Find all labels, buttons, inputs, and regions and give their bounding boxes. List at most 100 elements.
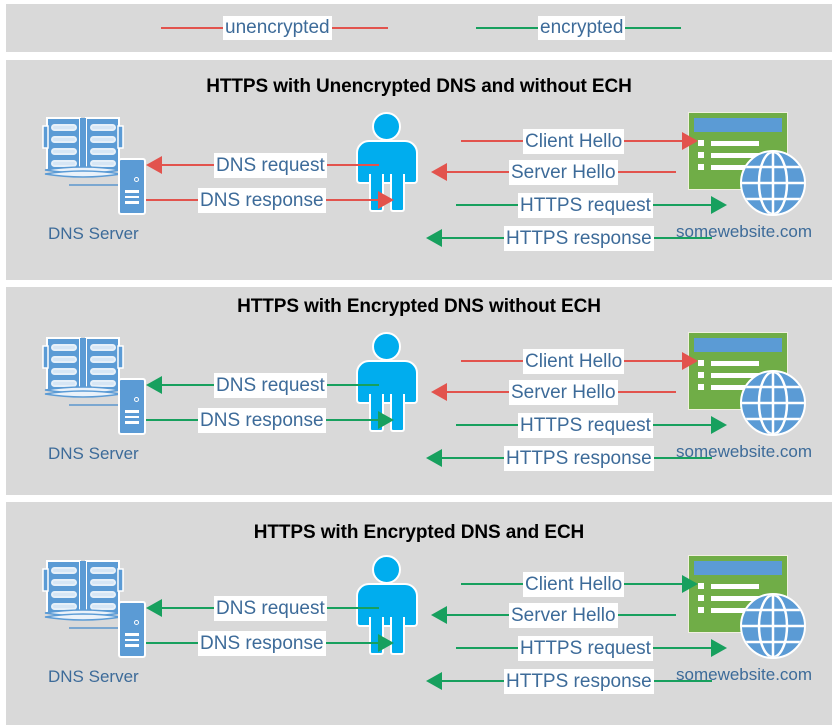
flow-line [447,171,509,173]
arrow-head-left-icon [431,606,447,624]
flow-line-tail [325,199,378,201]
legend-line-unencrypted-right [331,27,388,29]
flow-label: DNS request [214,372,327,398]
flow-dns-response: DNS response [146,187,394,213]
website-content-rows [698,140,759,176]
flow-line [456,424,518,426]
arrow-head-left-icon [426,229,442,247]
website-window-icon: somewebsite.com [676,332,812,461]
arrow-head-left-icon [426,672,442,690]
flow-line-tail [617,391,676,393]
flow-line-tail [652,647,711,649]
flow-label: HTTPS response [504,445,654,471]
flow-line [146,419,198,421]
arrow-head-right-icon [377,191,394,209]
flow-line [442,457,504,459]
person-head [372,332,401,361]
flow-line [456,204,518,206]
dns-link-line [69,184,121,186]
server-indicator-dot [134,177,139,182]
arrow-head-right-icon [710,639,727,657]
flow-line-tail [326,607,379,609]
legend-item-unencrypted: unencrypted [161,4,388,52]
person-head [372,555,401,584]
flow-line-tail [624,140,683,142]
website-content-rows [698,360,759,396]
globe-icon [740,370,806,436]
server-tower-icon [118,601,146,658]
flow-line [146,199,198,201]
flow-label: DNS response [198,407,326,433]
legend-line-encrypted-right [625,27,682,29]
arrow-head-right-icon [377,634,394,652]
flow-label: Server Hello [509,379,618,405]
flow-line-tail [326,164,379,166]
flow-https-request: HTTPS request [456,192,727,218]
arrow-head-left-icon [146,156,162,174]
legend-line-unencrypted-left [161,27,223,29]
website-titlebar [694,561,782,575]
arrow-head-right-icon [682,575,699,593]
flow-line-tail [624,583,683,585]
flow-server-hello: Server Hello [431,379,676,405]
legend-strip: unencrypted encrypted [6,4,832,52]
flow-label: Client Hello [523,348,625,374]
flow-line [442,680,504,682]
panel-title: HTTPS with Unencrypted DNS and without E… [206,76,632,97]
flow-https-response: HTTPS response [426,668,712,694]
person-body [356,140,418,184]
panel-unencrypted-dns: HTTPS with Unencrypted DNS and without E… [6,60,832,280]
website-titlebar [694,118,782,132]
server-slot-lines [125,190,139,207]
flow-label: DNS response [198,187,326,213]
flow-line [461,360,523,362]
flow-label: HTTPS request [518,412,653,438]
flow-dns-response: DNS response [146,630,394,656]
panel-encrypted-dns-and-ech: HTTPS with Encrypted DNS and ECH DNS Ser… [6,502,832,725]
panel-title: HTTPS with Encrypted DNS and ECH [253,522,585,543]
arrow-head-left-icon [426,449,442,467]
globe-icon [740,150,806,216]
globe-icon [740,593,806,659]
arrow-head-left-icon [146,376,162,394]
flow-line-tail [653,237,712,239]
flow-label: Server Hello [509,602,618,628]
flow-server-hello: Server Hello [431,159,676,185]
server-indicator-dot [134,620,139,625]
flow-label: HTTPS request [518,635,653,661]
flow-label: Client Hello [523,571,625,597]
flow-https-response: HTTPS response [426,445,712,471]
flow-line-tail [653,680,712,682]
flow-line-tail [653,457,712,459]
flow-line [146,642,198,644]
panel-encrypted-dns: HTTPS with Encrypted DNS without ECH DNS… [6,287,832,495]
flow-line-tail [652,204,711,206]
flow-line-tail [326,384,379,386]
flow-label: Server Hello [509,159,618,185]
flow-label: DNS response [198,630,326,656]
flow-client-hello: Client Hello [461,348,699,374]
arrow-head-left-icon [146,599,162,617]
flow-client-hello: Client Hello [461,128,699,154]
server-tower-icon [118,378,146,435]
flow-label: HTTPS response [504,225,654,251]
flow-line [456,647,518,649]
arrow-head-right-icon [710,196,727,214]
website-window-icon: somewebsite.com [676,112,812,241]
legend-line-encrypted-left [476,27,538,29]
server-indicator-dot [134,397,139,402]
flow-line [461,583,523,585]
server-slot-lines [125,410,139,427]
flow-line [461,140,523,142]
dns-link-line [69,404,121,406]
flow-line [162,164,214,166]
flow-line [162,607,214,609]
arrow-head-right-icon [682,132,699,150]
panel-title: HTTPS with Encrypted DNS without ECH [237,296,601,317]
dns-link-line [69,627,121,629]
website-label: somewebsite.com [676,665,813,684]
flow-line-tail [624,360,683,362]
website-label: somewebsite.com [676,222,813,241]
website-content-rows [698,583,759,619]
